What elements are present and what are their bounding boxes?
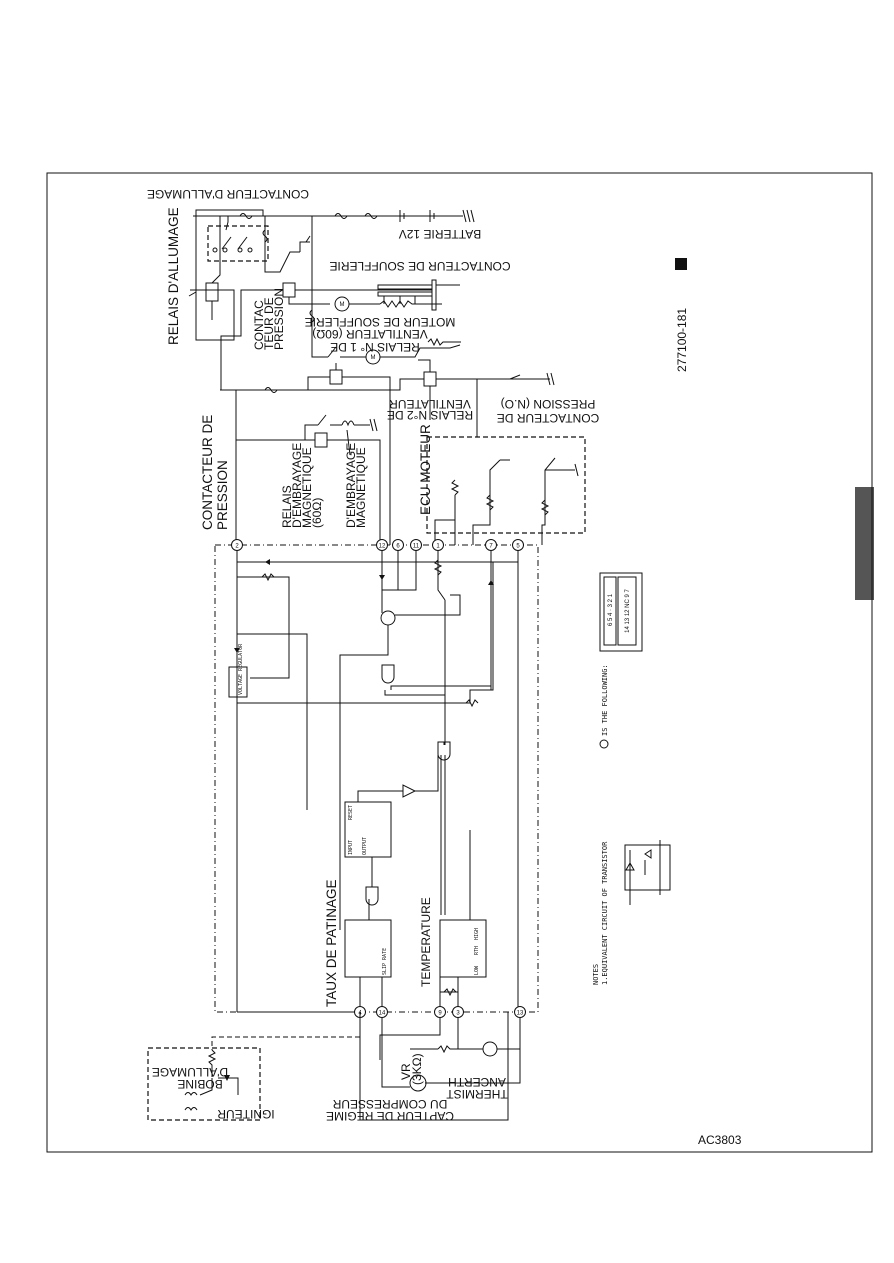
engine-ecu-box	[426, 436, 586, 534]
diagram-frame	[46, 172, 873, 1153]
reset-label: RESET	[348, 805, 354, 820]
svg-text:5: 5	[516, 544, 520, 550]
output-label: OUTPUT	[362, 837, 368, 855]
svg-text:6: 6	[396, 544, 400, 550]
vr-label-1: VR	[399, 1063, 413, 1080]
vr-label-2: (3KΩ)	[410, 1053, 424, 1085]
igniter-box	[147, 1047, 261, 1121]
igniter-label: IGNITEUR	[217, 1107, 275, 1121]
thermistor-label-2: ANCERTH	[448, 1075, 506, 1089]
and-gate-icon	[365, 886, 379, 906]
input-label: INPUT	[348, 840, 354, 855]
pressure-switch-small-label-3: PRESSION	[272, 288, 286, 350]
clutch-relay-label-4: (60Ω)	[310, 498, 324, 528]
notes-line1-end: IS THE FOLLOWING:	[601, 664, 609, 736]
sensor-wiring	[147, 1012, 521, 1121]
fan-relay-1-label-1: RELAIS N° 1 DE	[330, 340, 420, 354]
fan-relay-2-label-1: RELAIS N°2 DE	[387, 408, 473, 422]
blower-motor-label: MOTEUR DE SOUFFLERIE	[305, 315, 456, 329]
slip-rate-en-label: SLIP RATE	[382, 948, 388, 975]
page-code-marker	[675, 258, 687, 270]
clutch-relay-label-1: RELAIS	[280, 485, 294, 528]
svg-text:12: 12	[379, 544, 386, 550]
temperature-box	[439, 919, 487, 978]
ecu-box	[214, 544, 539, 1013]
clutch-label-2: MAGNETIQUE	[354, 447, 368, 528]
svg-text:M: M	[340, 302, 345, 308]
reset-timer-box	[344, 801, 392, 858]
buffer-icon	[402, 784, 417, 798]
voltage-regulator-label: VOLTAGE REGULATOR	[238, 643, 244, 695]
blower-switch-label: CONTACTEUR DE SOUFFLERIE	[329, 259, 510, 273]
speed-sensor-label-1: CAPTEUR DE REGIME	[326, 1109, 454, 1123]
inverted-labels: CONTACTEUR D'ALLUMAGE BATTERIE 12V CONTA…	[147, 187, 599, 1123]
pressure-switch-small-label-1: CONTAC	[252, 300, 266, 350]
engine-ecu-label: ECU MOTEUR	[418, 424, 433, 515]
clutch-relay-label-2: D'EMBRAYAGE	[290, 443, 304, 528]
pressure-switch-label-2: PRESSION	[215, 460, 230, 530]
coil-label-1: BOBINE	[177, 1077, 222, 1091]
section-tab	[855, 487, 874, 600]
notes-line1: 1.EQUIVALENT CIRCUIT OF TRANSISTOR	[601, 841, 609, 985]
fan-relay-1-label-2: VENTILATEUR (60Ω)	[312, 327, 427, 341]
coil-label-2: D'ALLUMAGE	[152, 1065, 228, 1079]
clutch-relay-label-3: MAGNETIQUE	[300, 447, 314, 528]
fan-relay-2-label-2: VENTILATEUR	[389, 397, 471, 411]
svg-text:13: 13	[517, 1011, 524, 1017]
and-gate-icon	[381, 664, 395, 684]
pressure-switch-no-label-2: PRESSION (N.O)	[501, 397, 596, 411]
svg-text:3: 3	[456, 1011, 460, 1017]
battery-label: BATTERIE 12V	[399, 227, 481, 241]
slip-rate-box	[344, 919, 392, 978]
svg-text:14 13 12 NC 9 7: 14 13 12 NC 9 7	[625, 588, 631, 632]
ecu-internal-wiring	[228, 545, 519, 1013]
temperature-label: TEMPERATURE	[419, 897, 433, 987]
figure-code: AC3803	[698, 1133, 742, 1147]
equivalent-circuit	[624, 840, 671, 905]
power-wiring: M M	[188, 209, 586, 545]
high-label: HIGH	[474, 928, 480, 940]
ignition-relay-label: RELAIS D'ALLUMAGE	[166, 207, 181, 345]
svg-text:9: 9	[438, 1011, 442, 1017]
svg-text:1: 1	[436, 544, 440, 550]
svg-text:6 5 4 · 3 2 1: 6 5 4 · 3 2 1	[608, 593, 614, 626]
svg-text:7: 7	[489, 544, 493, 550]
pressure-switch-small-label-2: TEUR DE	[262, 297, 276, 350]
pressure-switch-no-label-1: CONTACTEUR DE	[497, 411, 599, 425]
ignition-switch-label-1: CONTACTEUR D'ALLUMAGE	[147, 187, 309, 201]
voltage-regulator-box	[228, 666, 248, 698]
vertical-labels: RELAIS D'ALLUMAGE CONTAC TEUR DE PRESSIO…	[166, 207, 689, 1085]
rth-label: RTH	[474, 946, 480, 955]
svg-text:M: M	[371, 355, 376, 361]
clutch-label-1: D'EMBRAYAGE	[344, 443, 358, 528]
ecu-connector: 6 5 4 · 3 2 1 14 13 12 NC 9 7	[599, 572, 643, 652]
svg-text:2: 2	[235, 544, 239, 550]
page-code: 277100-181	[675, 308, 689, 372]
transistor-icon	[380, 610, 396, 626]
svg-text:14: 14	[379, 1011, 386, 1017]
low-label: LOW	[474, 965, 480, 975]
transistor-symbol-icon	[599, 739, 609, 749]
speed-sensor-label-2: DU COMPRESSEUR	[332, 1097, 447, 1111]
notes-title: NOTES	[592, 964, 600, 985]
slip-rate-label: TAUX DE PATINAGE	[324, 879, 339, 1007]
ecu-pins-top: 2 12 6 11 1 7 5	[231, 539, 524, 551]
thermistor-icon	[482, 1041, 498, 1057]
pressure-switch-label-1: CONTACTEUR DE	[200, 415, 215, 530]
thermistor-label-1: THERMIST	[446, 1087, 508, 1101]
svg-text:11: 11	[413, 544, 420, 550]
